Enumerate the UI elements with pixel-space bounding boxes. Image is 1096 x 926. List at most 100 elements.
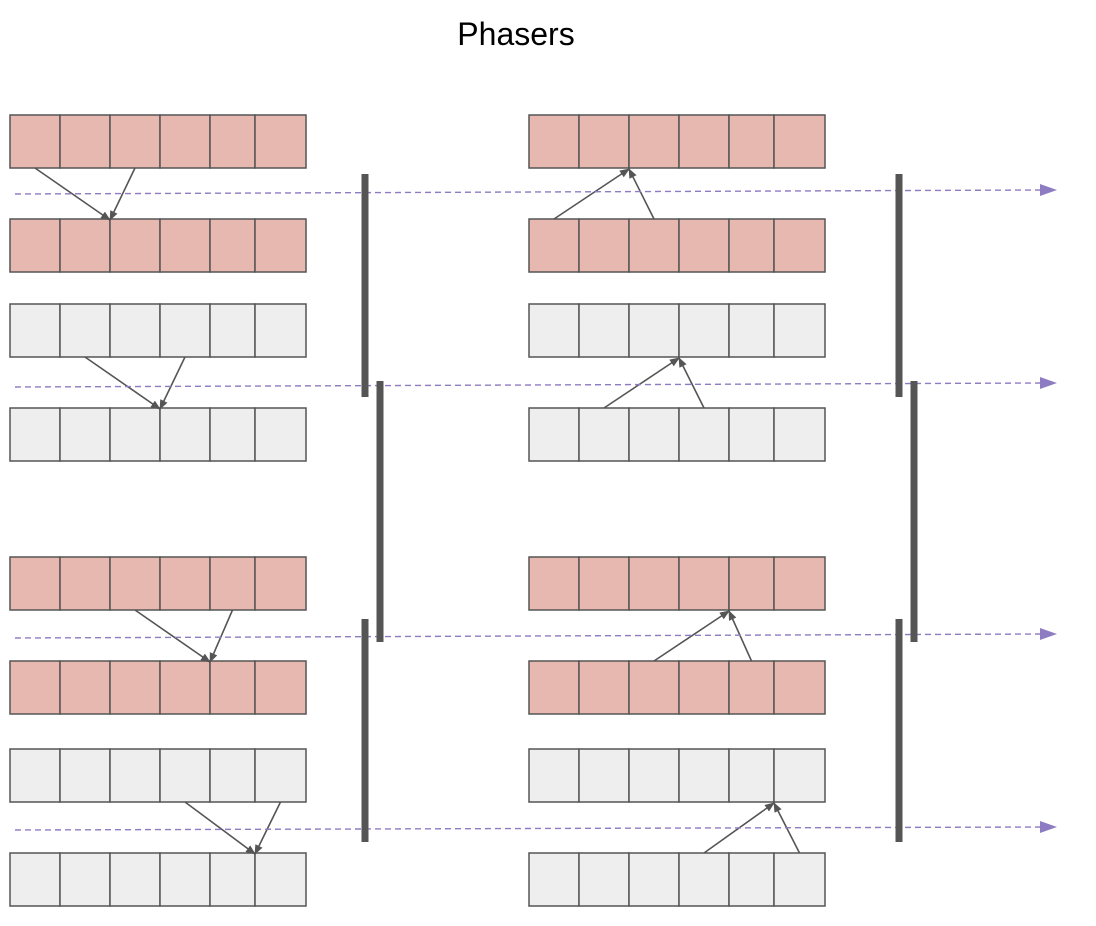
cell-row <box>528 114 826 169</box>
active-cell <box>159 556 211 611</box>
idle-cell <box>578 852 630 907</box>
active-cell <box>678 556 730 611</box>
active-cell <box>209 114 256 169</box>
active-cell <box>773 114 826 169</box>
idle-cell <box>728 407 775 462</box>
active-cell <box>678 114 730 169</box>
active-cell <box>628 556 680 611</box>
timeline-dashed <box>14 826 1043 831</box>
idle-cell <box>773 407 826 462</box>
active-cell <box>59 660 111 715</box>
active-cell <box>254 218 307 273</box>
timeline-dashed <box>14 189 1043 195</box>
idle-cell <box>159 852 211 907</box>
active-cell <box>9 218 61 273</box>
cell-row <box>9 303 307 358</box>
active-cell <box>528 556 580 611</box>
active-cell <box>678 660 730 715</box>
idle-cell <box>528 407 580 462</box>
active-cell <box>728 660 775 715</box>
timeline-dashed <box>14 382 1043 388</box>
idle-cell <box>254 303 307 358</box>
active-cell <box>59 114 111 169</box>
dependency-arrow <box>184 801 256 855</box>
idle-cell <box>59 852 111 907</box>
idle-cell <box>678 852 730 907</box>
idle-cell <box>578 303 630 358</box>
active-cell <box>209 556 256 611</box>
active-cell <box>528 218 580 273</box>
active-cell <box>578 556 630 611</box>
active-cell <box>254 556 307 611</box>
timeline-arrowhead <box>1040 628 1057 640</box>
active-cell <box>773 218 826 273</box>
idle-cell <box>9 748 61 803</box>
active-cell <box>628 114 680 169</box>
idle-cell <box>59 407 111 462</box>
idle-cell <box>209 748 256 803</box>
idle-cell <box>159 748 211 803</box>
dependency-arrow <box>134 609 211 663</box>
active-cell <box>59 218 111 273</box>
idle-cell <box>209 407 256 462</box>
idle-cell <box>628 852 680 907</box>
active-cell <box>159 218 211 273</box>
diagram-title: Phasers <box>457 16 575 52</box>
idle-cell <box>209 852 256 907</box>
active-cell <box>678 218 730 273</box>
idle-cell <box>159 407 211 462</box>
idle-cell <box>728 303 775 358</box>
active-cell <box>59 556 111 611</box>
dependency-arrow <box>159 356 186 410</box>
idle-cell <box>628 303 680 358</box>
active-cell <box>109 218 161 273</box>
active-cell <box>109 660 161 715</box>
timeline-arrowhead <box>1040 821 1057 833</box>
idle-cell <box>728 748 775 803</box>
cell-row <box>9 852 307 907</box>
active-cell <box>254 114 307 169</box>
cell-row <box>528 218 826 273</box>
active-cell <box>628 660 680 715</box>
idle-cell <box>9 407 61 462</box>
barriers-layer <box>361 174 918 842</box>
timeline-dashed <box>14 633 1043 639</box>
idle-cell <box>628 748 680 803</box>
active-cell <box>9 660 61 715</box>
cell-row <box>528 852 826 907</box>
cell-row <box>528 303 826 358</box>
active-cell <box>109 556 161 611</box>
active-cell <box>728 556 775 611</box>
cell-row <box>528 660 826 715</box>
idle-cell <box>9 852 61 907</box>
cell-row <box>9 407 307 462</box>
timeline-arrowhead <box>1040 377 1057 389</box>
active-cell <box>728 114 775 169</box>
idle-cell <box>109 407 161 462</box>
dependency-arrow <box>603 357 680 409</box>
idle-cell <box>773 748 826 803</box>
cell-row <box>9 114 307 169</box>
idle-cell <box>109 748 161 803</box>
dependency-arrow <box>653 610 730 662</box>
active-cell <box>9 114 61 169</box>
idle-cell <box>528 852 580 907</box>
active-cell <box>578 218 630 273</box>
active-cell <box>528 114 580 169</box>
active-cell <box>159 660 211 715</box>
idle-cell <box>254 852 307 907</box>
active-cell <box>628 218 680 273</box>
idle-cell <box>578 748 630 803</box>
active-cell <box>578 114 630 169</box>
idle-cell <box>578 407 630 462</box>
dependency-arrow <box>209 609 234 663</box>
timeline-arrowhead <box>1040 184 1057 196</box>
idle-cell <box>9 303 61 358</box>
active-cell <box>159 114 211 169</box>
cell-row <box>9 748 307 803</box>
idle-cell <box>773 852 826 907</box>
cell-row <box>528 407 826 462</box>
idle-cell <box>109 852 161 907</box>
idle-cell <box>728 852 775 907</box>
